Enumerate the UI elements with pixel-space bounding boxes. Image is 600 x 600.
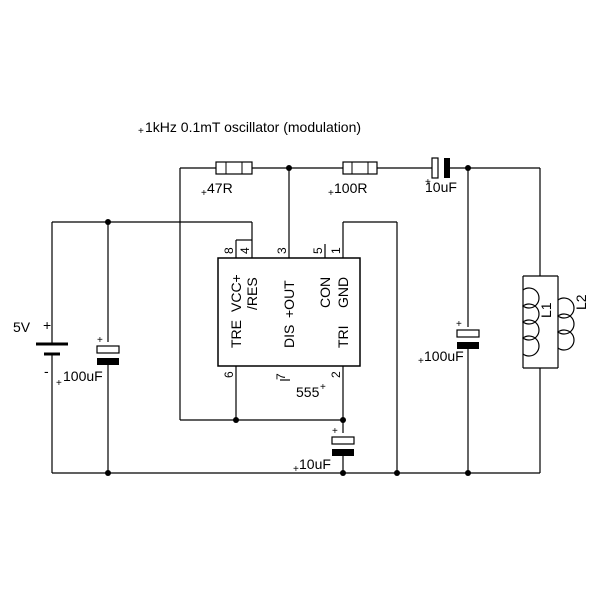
- battery-value: 5V: [13, 319, 31, 335]
- r1-value: 47R: [207, 180, 233, 196]
- c-reservoir-polarity: +: [456, 319, 462, 330]
- pin-6-number: 6: [222, 371, 236, 378]
- supply-wires: [51, 221, 252, 473]
- c-timing-value: 10uF: [299, 456, 331, 472]
- pin-2-number: 2: [329, 371, 343, 378]
- ic-label-tre: TRE: [228, 320, 244, 348]
- ic-label-tri: TRI: [335, 325, 351, 348]
- resistor-r2: [342, 161, 378, 175]
- c-out-polarity: +: [425, 177, 431, 188]
- coil-l2-label: L2: [573, 294, 589, 310]
- junction-dots: [105, 165, 471, 476]
- pin-5-number: 5: [311, 247, 325, 254]
- capacitor-output: [431, 157, 450, 179]
- ic-label-out: +OUT: [281, 280, 297, 318]
- battery-plus: +: [43, 317, 51, 333]
- ic-name: 555: [296, 384, 320, 400]
- ic-top-pin-wires: [235, 168, 398, 473]
- pin-4-number: 4: [238, 247, 252, 254]
- pin-8-number: 8: [222, 247, 236, 254]
- pin-3-number: 3: [275, 247, 289, 254]
- c-supply-value: 100uF: [63, 368, 103, 384]
- c-timing-marker: +: [293, 464, 299, 475]
- pin-7-number: 7: [274, 373, 288, 380]
- r2-value: 100R: [334, 180, 367, 196]
- c-timing-polarity: +: [332, 426, 338, 437]
- ic-label-con: CON: [317, 277, 333, 308]
- r1-marker: +: [201, 188, 207, 199]
- c-reservoir-marker: +: [418, 356, 424, 367]
- ic-label-gnd: GND: [335, 277, 351, 308]
- ic-name-marker: +: [320, 382, 326, 393]
- ic-label-vcc: VCC+: [228, 274, 244, 312]
- r2-marker: +: [328, 188, 334, 199]
- capacitor-supply: [96, 345, 120, 365]
- capacitor-reservoir: [456, 168, 480, 473]
- coil-l2: [556, 297, 575, 351]
- battery-minus: -: [44, 363, 49, 379]
- battery-5v: [36, 342, 68, 356]
- circuit-title: 1kHz 0.1mT oscillator (modulation): [145, 119, 361, 135]
- coil-l1-label: L1: [538, 302, 554, 318]
- capacitor-timing: [331, 436, 355, 473]
- c-out-value: 10uF: [425, 179, 457, 195]
- title-marker: +: [138, 126, 144, 137]
- c-supply-polarity: +: [97, 335, 103, 346]
- c-reservoir-value: 100uF: [424, 348, 464, 364]
- c-supply-marker: +: [56, 378, 62, 389]
- ic-555-body: [217, 257, 361, 367]
- ic-label-dis: DIS: [281, 325, 297, 348]
- ic-label-res: /RES: [244, 277, 260, 310]
- resistor-r1: [215, 161, 253, 175]
- pin-1-number: 1: [329, 247, 343, 254]
- coil-l1: [521, 287, 540, 357]
